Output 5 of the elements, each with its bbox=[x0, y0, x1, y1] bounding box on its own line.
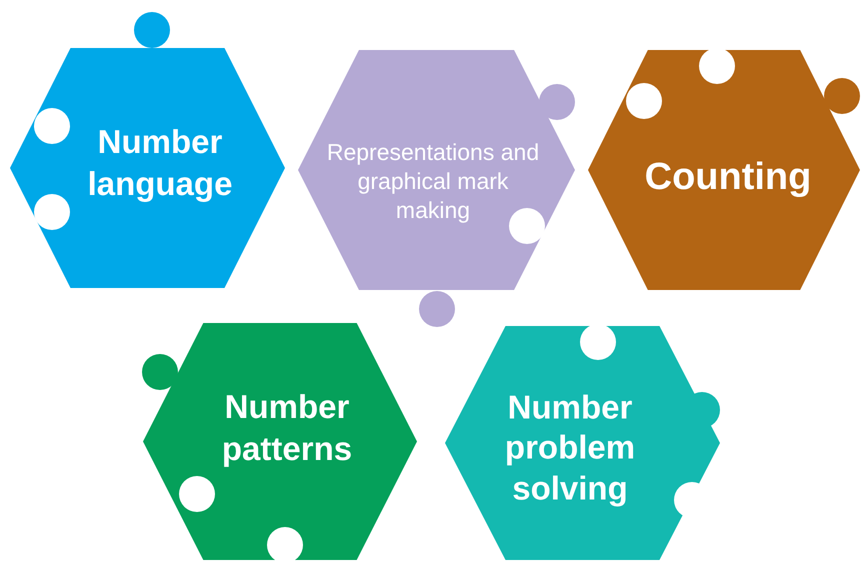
piece-label: Number problem solving bbox=[504, 388, 636, 508]
piece-label: Representations and graphical mark making bbox=[326, 138, 540, 224]
piece-label: Number language bbox=[86, 122, 234, 204]
piece-label: Number patterns bbox=[220, 386, 354, 469]
piece-label: Counting bbox=[644, 155, 812, 200]
